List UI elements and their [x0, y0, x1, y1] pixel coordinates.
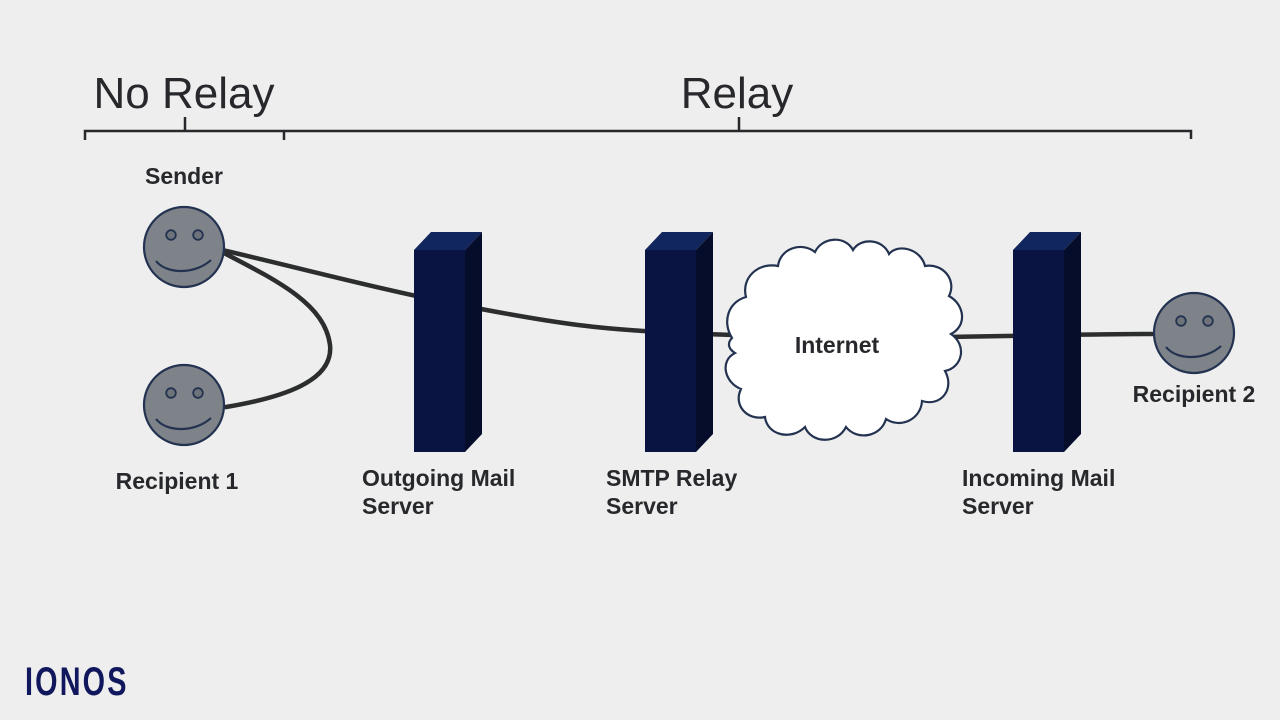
internet-cloud-icon	[724, 238, 964, 441]
sender-label: Sender	[145, 163, 223, 189]
outgoing-mail-server-icon	[414, 232, 482, 452]
smtp-relay-server-icon	[645, 232, 713, 452]
section-label-no-relay: No Relay	[94, 69, 275, 118]
recipient-1-smiley-icon	[142, 363, 226, 447]
incoming-mail-server-icon	[1013, 232, 1081, 452]
outgoing-mail-server-label-line-2: Server	[362, 493, 434, 519]
smtp-relay-server-label-line-1: SMTP Relay	[606, 465, 737, 491]
outgoing-mail-server-label-line-1: Outgoing Mail	[362, 465, 515, 491]
recipient-1-label: Recipient 1	[116, 468, 239, 494]
section-bracket	[83, 117, 1193, 140]
connector-sender-to-recipient-1	[221, 250, 333, 410]
internet-label: Internet	[795, 332, 880, 358]
recipient-2-label: Recipient 2	[1133, 381, 1256, 407]
section-label-relay: Relay	[681, 69, 794, 118]
ionos-logo: IONOS	[25, 659, 129, 704]
recipient-2-smiley-icon	[1152, 291, 1236, 375]
sender-smiley-icon	[142, 205, 226, 289]
bracket-line	[83, 129, 1193, 140]
incoming-mail-server-label-line-2: Server	[962, 493, 1034, 519]
incoming-mail-server-label-line-1: Incoming Mail	[962, 465, 1115, 491]
smtp-relay-server-label-line-2: Server	[606, 493, 678, 519]
